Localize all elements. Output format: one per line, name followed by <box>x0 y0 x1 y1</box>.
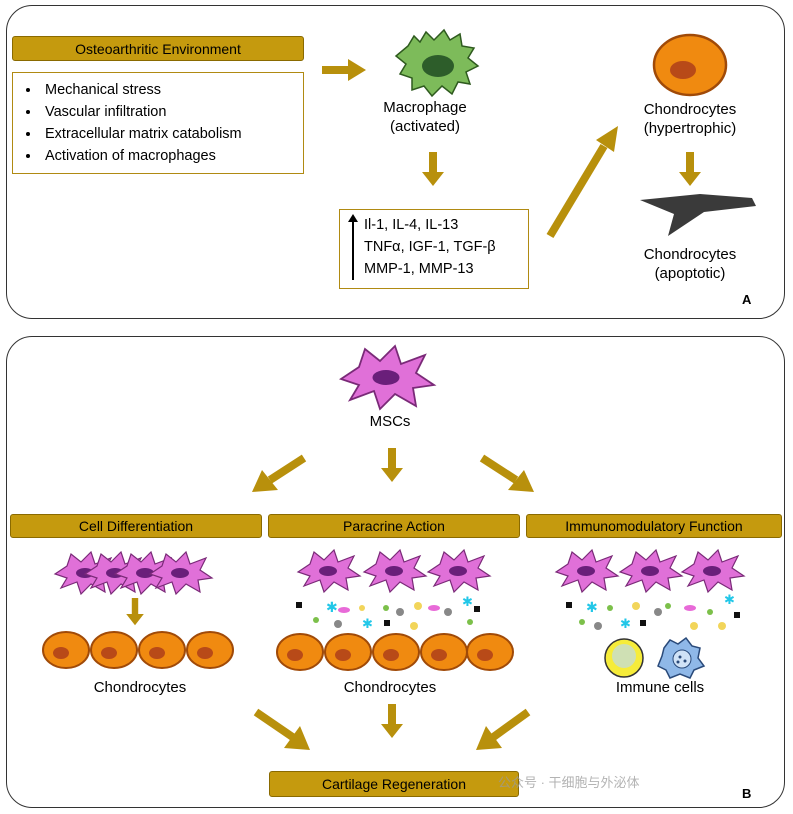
env-item: Mechanical stress <box>41 79 303 101</box>
panel-a-letter: A <box>742 292 752 307</box>
macrophage-label-line2: (activated) <box>389 118 461 135</box>
cytokine-line: MMP-1, MMP-13 <box>364 261 474 277</box>
immunomodulatory-factor-particles: ✱ ✱ ✱ <box>566 593 740 632</box>
macrophage-label-line1: Macrophage <box>383 99 467 116</box>
env-item: Vascular infiltration <box>41 101 303 123</box>
apoptotic-chondrocyte-cell <box>640 194 756 236</box>
arrow-msc-to-chondrocytes <box>126 598 144 626</box>
paracrine-action-header: Paracrine Action <box>268 514 520 538</box>
msc-cell-top <box>340 345 435 410</box>
hypertrophic-chondrocyte-cell <box>652 33 728 97</box>
upregulation-arrow <box>352 220 354 280</box>
apoptotic-chondrocyte-label: Chondrocytes (apoptotic) <box>620 245 760 283</box>
differentiation-msc-group <box>54 551 213 595</box>
arrow-msc-to-immunomodulatory <box>479 454 534 492</box>
osteoarthritic-environment-list: Mechanical stress Vascular infiltration … <box>13 79 303 167</box>
arrow-msc-to-differentiation <box>252 454 307 492</box>
panel-b-letter: B <box>742 786 752 801</box>
svg-text:✱: ✱ <box>326 600 338 616</box>
arrow-differentiation-to-regeneration <box>253 708 310 750</box>
paracrine-chondrocyte-row <box>276 633 514 671</box>
svg-text:✱: ✱ <box>462 595 473 610</box>
arrow-hypertrophic-to-apoptotic <box>679 152 701 186</box>
cytokine-lines: Il-1, IL-4, IL-13 TNFα, IGF-1, TGF-β MMP… <box>364 214 496 280</box>
immunomodulatory-msc-group <box>555 549 745 593</box>
mscs-label: MSCs <box>369 413 411 430</box>
env-item: Extracellular matrix catabolism <box>41 123 303 145</box>
paracrine-chondrocytes-label: Chondrocytes <box>343 679 437 696</box>
arrow-msc-to-paracrine <box>381 448 403 482</box>
immune-cell-macrophage <box>657 636 706 679</box>
svg-text:✱: ✱ <box>362 617 373 632</box>
activated-macrophage-cell <box>394 28 480 98</box>
paracrine-msc-group <box>297 549 491 593</box>
svg-text:✱: ✱ <box>724 593 735 608</box>
immune-cell-lymphocyte <box>604 638 644 678</box>
arrow-immunomodulatory-to-regeneration <box>476 708 531 750</box>
differentiation-chondrocytes-label: Chondrocytes <box>93 679 187 696</box>
cell-differentiation-header: Cell Differentiation <box>10 514 262 538</box>
watermark: 公众号 · 干细胞与外泌体 <box>498 775 640 790</box>
arrow-env-to-macrophage <box>322 59 366 81</box>
differentiation-chondrocyte-row <box>42 631 234 669</box>
env-item: Activation of macrophages <box>41 145 303 167</box>
upregulation-arrowhead <box>348 214 358 222</box>
hypertrophic-chondrocyte-label: Chondrocytes (hypertrophic) <box>620 100 760 138</box>
macrophage-label: Macrophage (activated) <box>365 98 485 136</box>
apoptotic-label-line2: (apoptotic) <box>654 265 726 282</box>
arrow-paracrine-to-regeneration <box>381 704 403 738</box>
osteoarthritic-environment-header: Osteoarthritic Environment <box>12 36 304 61</box>
hypertrophic-label-line2: (hypertrophic) <box>643 120 737 137</box>
immunomodulatory-function-header: Immunomodulatory Function <box>526 514 782 538</box>
cytokine-line: TNFα, IGF-1, TGF-β <box>364 239 496 255</box>
arrow-cytokines-to-hypertrophic <box>546 126 618 239</box>
cytokine-line: Il-1, IL-4, IL-13 <box>364 217 459 233</box>
arrow-macrophage-to-cytokines <box>422 152 444 186</box>
hypertrophic-label-line1: Chondrocytes <box>643 101 737 118</box>
osteoarthritic-environment-list-box: Mechanical stress Vascular infiltration … <box>12 72 304 174</box>
svg-text:✱: ✱ <box>586 600 598 616</box>
immune-cells-label: Immune cells <box>615 679 705 696</box>
cartilage-regeneration-header: Cartilage Regeneration <box>269 771 519 797</box>
svg-text:✱: ✱ <box>620 617 631 632</box>
cytokine-box: Il-1, IL-4, IL-13 TNFα, IGF-1, TGF-β MMP… <box>339 209 529 289</box>
apoptotic-label-line1: Chondrocytes <box>643 246 737 263</box>
paracrine-factor-particles: ✱ ✱ ✱ <box>296 595 480 632</box>
